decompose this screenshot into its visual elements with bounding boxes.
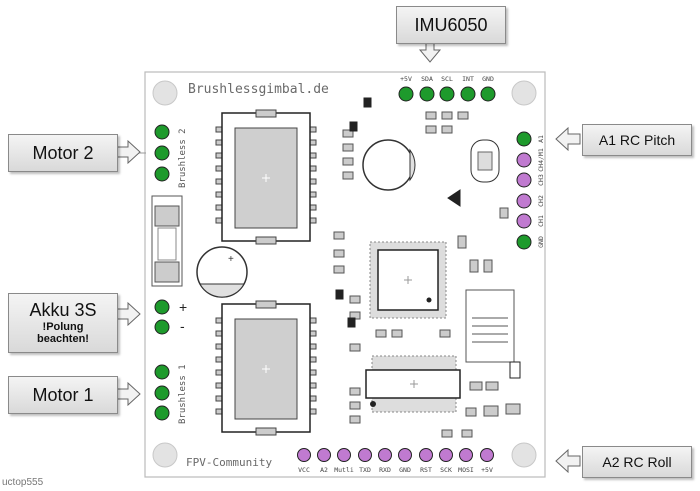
callout-motor-1: Motor 1 — [8, 376, 118, 414]
board-title: Brushlessgimbal.de — [188, 82, 329, 97]
rc-pin-label-7: SCK — [440, 466, 452, 474]
rc-pin-label-2: Mutli — [334, 466, 354, 474]
battery-plus-label: + — [179, 299, 187, 315]
callout-a1-text: A1 RC Pitch — [598, 132, 676, 148]
rc-pin-label-1: A2 — [320, 466, 328, 474]
callout-a1-rc-pitch: A1 RC Pitch — [582, 124, 692, 156]
imu-pin-label-4: GND — [482, 75, 494, 83]
rc-pin-label-9: +5V — [481, 466, 493, 474]
callout-motor-2: Motor 2 — [8, 134, 118, 172]
callout-a2-rc-roll: A2 RC Roll — [582, 446, 692, 478]
battery-minus-label: - — [180, 318, 185, 334]
inductor — [465, 289, 515, 363]
mounting-hole — [511, 442, 537, 468]
callout-akku-title: Akku 3S — [29, 300, 97, 321]
label-brushless-2: Brushless 2 — [178, 128, 188, 188]
callout-motor-2-text: Motor 2 — [32, 142, 94, 163]
motor-driver-2 — [215, 109, 317, 245]
rc-pin-label-4: RXD — [379, 466, 391, 474]
imu-pin-label-3: INT — [462, 75, 474, 83]
label-brushless-1: Brushless 1 — [178, 364, 188, 424]
pitch-pin-label-2: CH3 — [537, 174, 545, 186]
imu-header — [398, 86, 496, 102]
crystal — [470, 139, 500, 183]
motor-driver-1 — [215, 300, 317, 436]
callout-akku: Akku 3S !Polung beachten! — [8, 293, 118, 353]
imu-pin-label-1: SDA — [421, 75, 433, 83]
fuse — [151, 195, 183, 287]
smd-passives — [333, 111, 521, 438]
callout-motor-1-text: Motor 1 — [32, 384, 94, 405]
transistors — [335, 97, 521, 379]
rc-pin-label-6: RST — [420, 466, 432, 474]
callout-a2-text: A2 RC Roll — [602, 454, 672, 470]
motor-1-header — [154, 364, 170, 421]
pitch-pin-label-3: CH2 — [537, 195, 545, 207]
imu-header-labels: +5V SDA SCL INT GND — [400, 75, 494, 83]
electrolytic-capacitor: + — [196, 139, 416, 298]
mounting-hole — [511, 80, 537, 106]
callout-imu: IMU6050 — [396, 6, 506, 44]
pitch-header — [516, 131, 532, 250]
battery-header — [154, 299, 170, 335]
motor-2-header — [154, 124, 170, 182]
rc-pin-label-0: VCC — [298, 466, 310, 474]
pitch-pin-label-4: CH1 — [537, 215, 545, 227]
svg-text:+: + — [228, 254, 234, 265]
callout-imu-text: IMU6050 — [414, 14, 488, 35]
usb-serial-chip — [365, 355, 461, 413]
rc-pin-label-5: GND — [399, 466, 411, 474]
mounting-hole — [152, 80, 178, 106]
imu-pin-label-2: SCL — [441, 75, 453, 83]
board-footer: FPV-Community — [186, 456, 272, 469]
watermark: uctop555 — [2, 477, 44, 488]
pitch-pin-label-1: CH4/M1 — [537, 148, 545, 172]
microcontroller — [369, 241, 447, 319]
rc-header — [297, 448, 494, 462]
callout-akku-note-2: beachten! — [37, 333, 89, 346]
rc-pin-label-8: MOSI — [458, 466, 474, 474]
pitch-pin-label-0: A1 — [537, 135, 545, 143]
rc-header-labels: VCC A2 Mutli TXD RXD GND RST SCK MOSI +5V — [298, 466, 493, 474]
imu-pin-label-0: +5V — [400, 75, 412, 83]
rc-pin-label-3: TXD — [359, 466, 371, 474]
mounting-hole — [152, 442, 178, 468]
callout-akku-note-1: !Polung — [42, 320, 84, 333]
pitch-pin-label-5: GND — [537, 236, 545, 248]
